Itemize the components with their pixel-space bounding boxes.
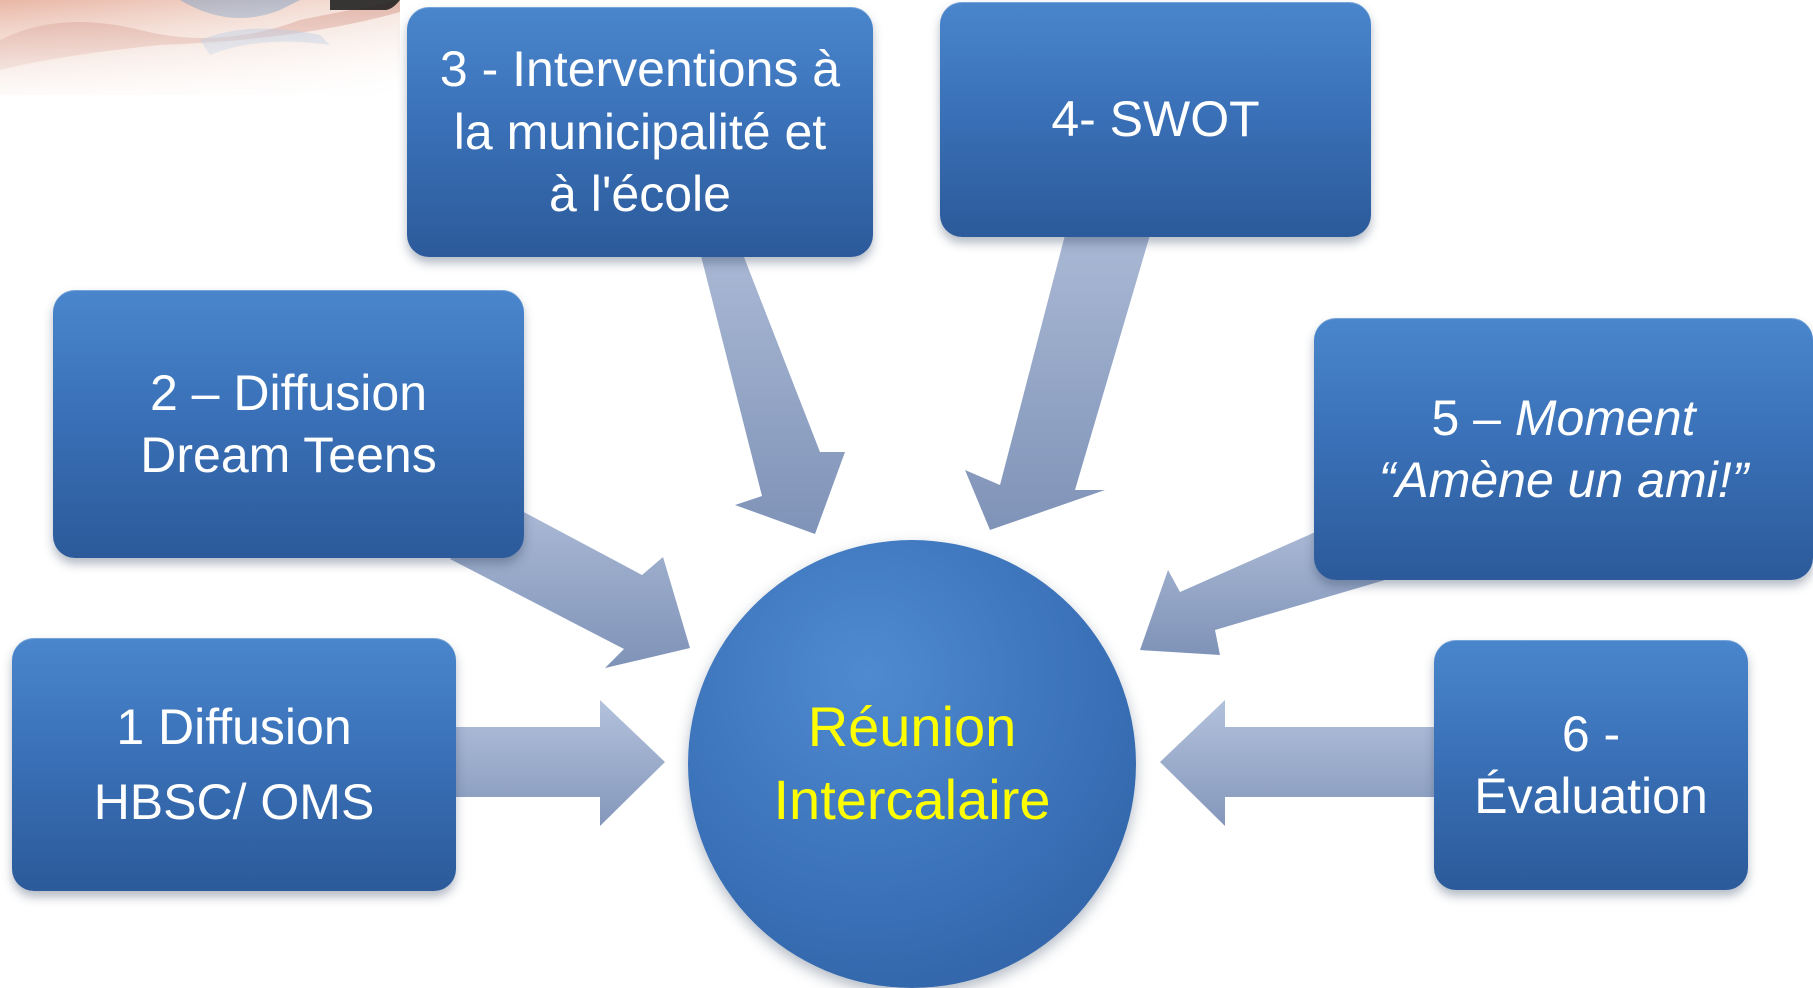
- arrow-box4-to-center: [965, 235, 1150, 530]
- step-5-box: 5 – Moment “Amène un ami!”: [1314, 318, 1813, 580]
- center-line1: Réunion: [807, 695, 1017, 759]
- arrow-box1-to-center: [455, 700, 665, 826]
- center-circle: Réunion Intercalaire: [688, 540, 1136, 988]
- step-2-line1: 2 – Diffusion: [149, 364, 428, 421]
- step-5-line1: 5 – Moment: [1431, 387, 1695, 450]
- step-3-line1: 3 - Interventions à: [439, 41, 841, 98]
- arrow-box3-to-center: [655, 252, 845, 534]
- corner-photo: [0, 0, 400, 95]
- center-line2: Intercalaire: [773, 768, 1051, 831]
- step-3-line3: à l'école: [549, 166, 731, 223]
- corner-photo-graphic: [0, 0, 400, 95]
- step-1-line1: 1 Diffusion: [116, 698, 352, 755]
- step-5-line2: “Amène un ami!”: [1378, 452, 1749, 508]
- step-3-box: 3 - Interventions à la municipalité et à…: [407, 7, 873, 257]
- arrow-box6-to-center: [1160, 700, 1435, 826]
- step-5-line1-italic: Moment: [1514, 389, 1696, 446]
- step-6-box: 6 - Évaluation: [1434, 640, 1748, 890]
- step-1-line2: HBSC/ OMS: [93, 773, 375, 830]
- step-1-box: 1 Diffusion HBSC/ OMS: [12, 638, 456, 891]
- step-3-line2: la municipalité et: [453, 103, 827, 160]
- step-2-box: 2 – Diffusion Dream Teens: [53, 290, 524, 558]
- step-6-line1: 6 -: [1561, 705, 1621, 762]
- step-2-line2: Dream Teens: [140, 427, 437, 483]
- step-6-line2: Évaluation: [1474, 768, 1708, 824]
- step-4-box: 4- SWOT: [940, 2, 1371, 237]
- step-5-line1-prefix: 5 –: [1431, 389, 1515, 446]
- step-4-line1: 4- SWOT: [1051, 91, 1260, 148]
